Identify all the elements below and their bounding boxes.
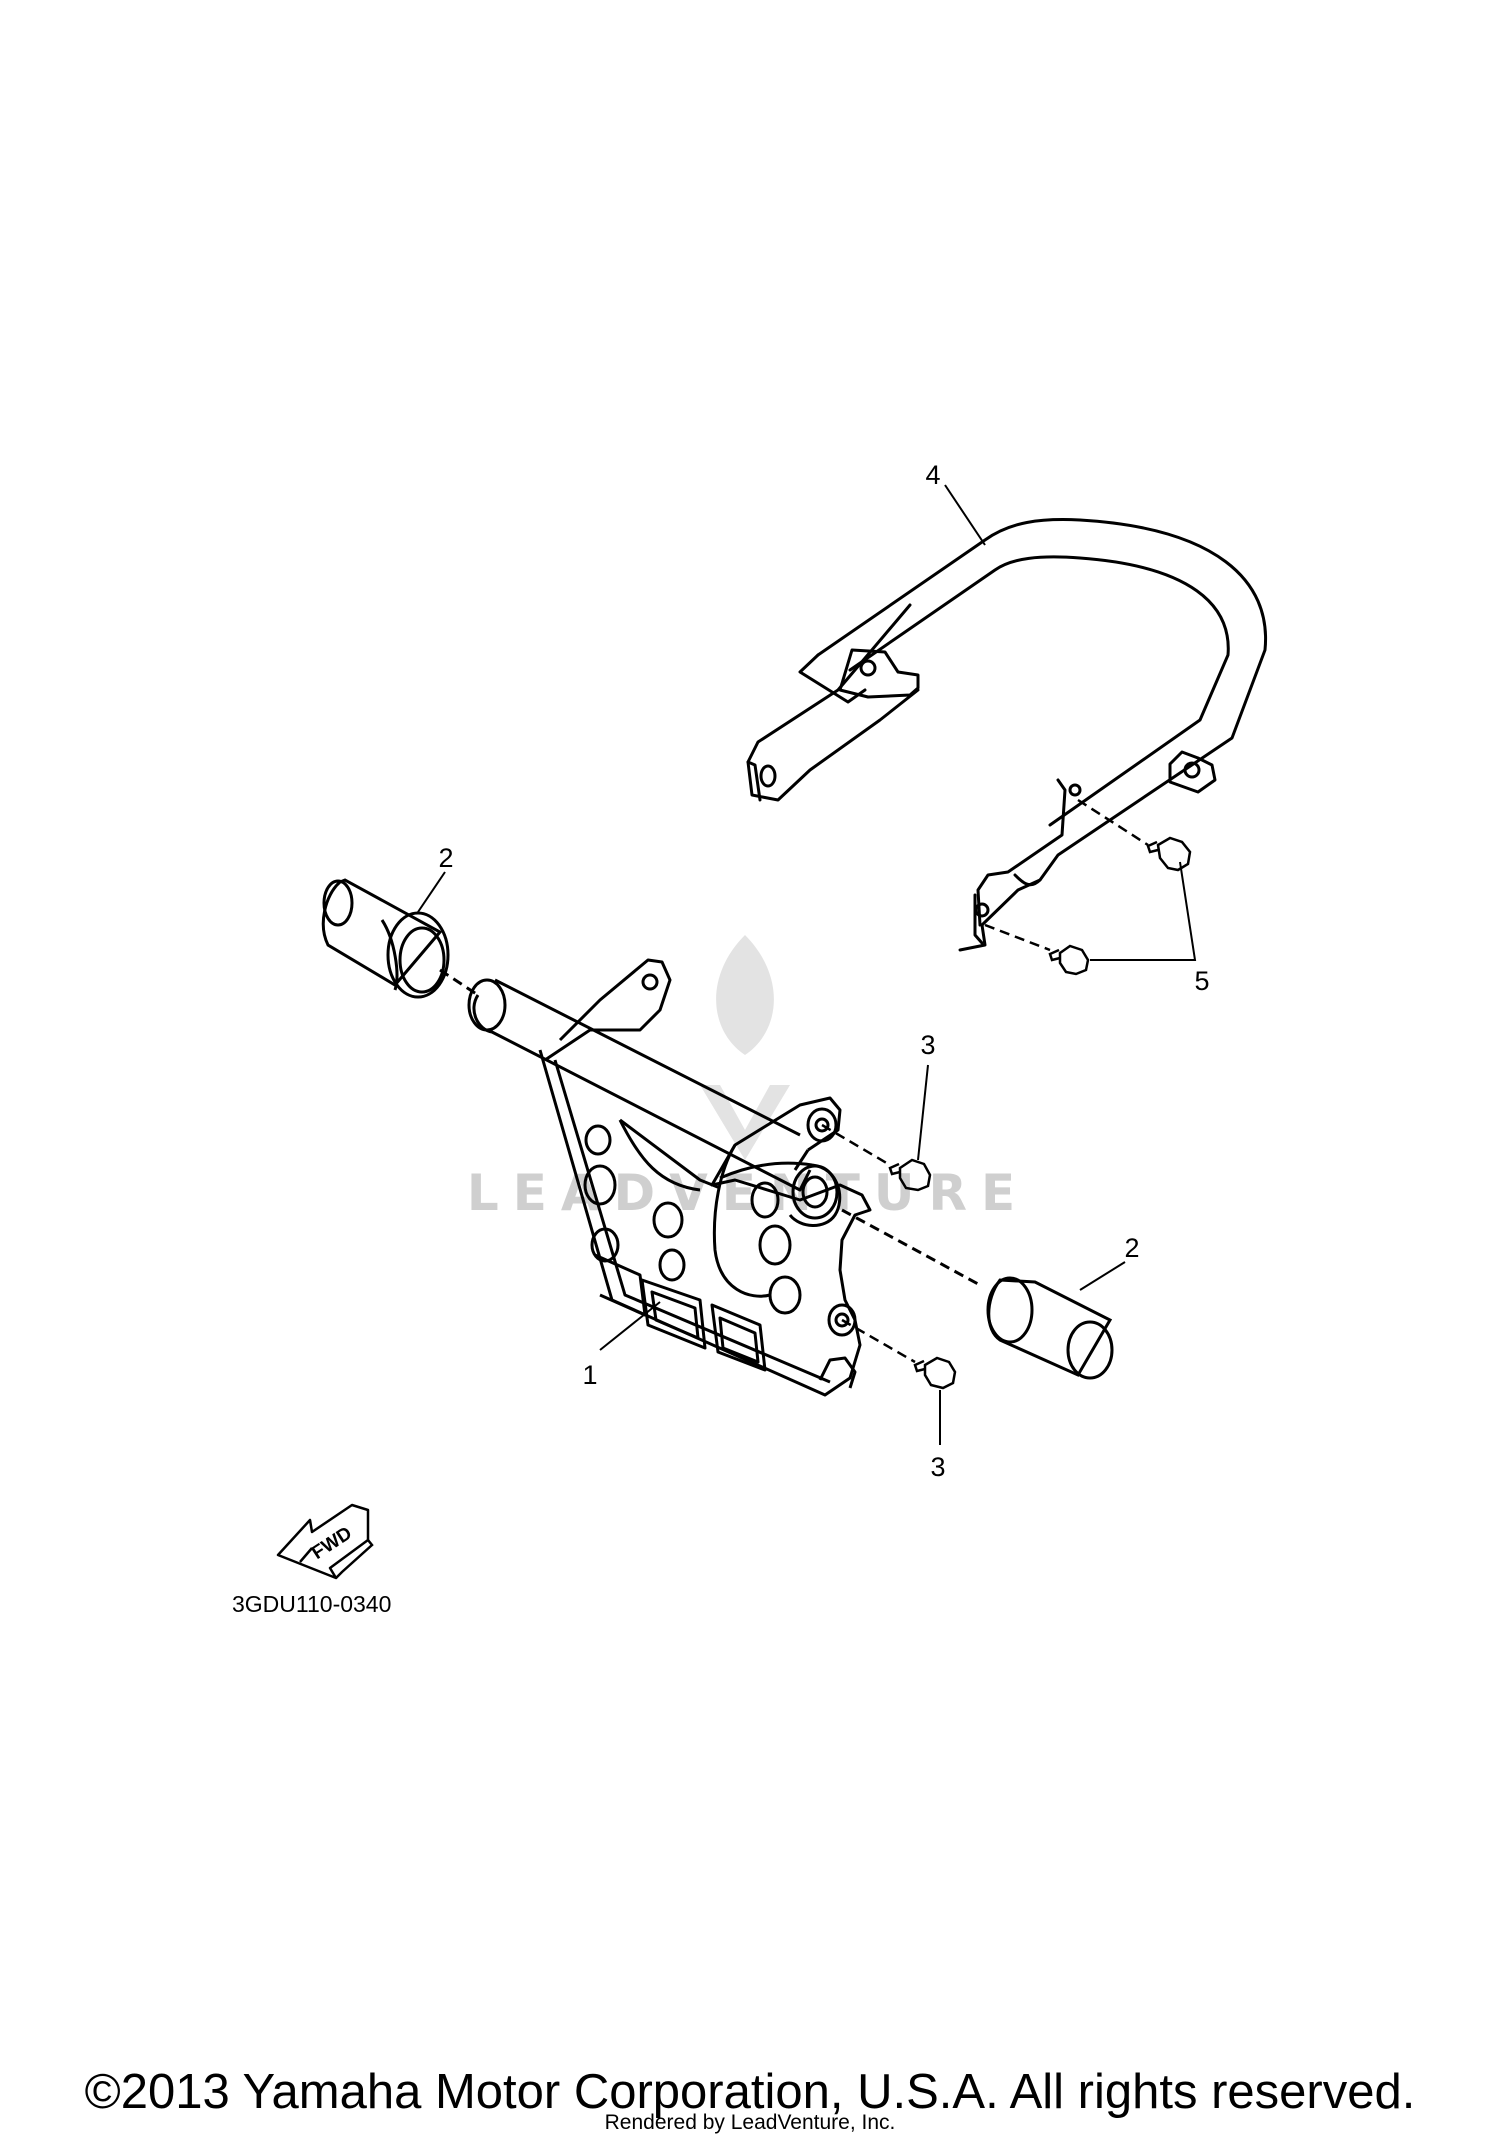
watermark-v-icon: [700, 1085, 790, 1160]
callouts: 4 2 2 3 3 1 5: [438, 460, 1209, 1482]
part-2-end-cap-right: [841, 1208, 1114, 1380]
callout-2-right: 2: [1124, 1233, 1139, 1263]
part-4-grab-bar: [746, 518, 1268, 952]
leader-1: [599, 1301, 661, 1351]
callout-3-top: 3: [920, 1030, 935, 1060]
bolt-lower: [984, 923, 1090, 976]
copyright-notice: ©2013 Yamaha Motor Corporation, U.S.A. A…: [84, 2065, 1416, 2119]
leader-2-right: [1079, 1261, 1126, 1291]
bolt-3-lower: [841, 1318, 957, 1390]
fwd-arrow-icon: FWD: [276, 1503, 374, 1580]
diagram-code: 3GDU110-0340: [232, 1591, 391, 1617]
leader-lines: [417, 484, 1197, 1445]
leader-3-top: [917, 1064, 929, 1161]
bolt-upper: [1077, 798, 1192, 872]
callout-5: 5: [1194, 966, 1209, 996]
callout-4: 4: [925, 460, 940, 490]
leader-4: [944, 484, 986, 546]
part-3-bolts: [821, 1123, 957, 1390]
leader-2-left: [417, 871, 446, 913]
callout-1: 1: [582, 1360, 597, 1390]
rendered-by-credit: Rendered by LeadVenture, Inc.: [604, 2111, 896, 2134]
part-2-end-cap-left: [321, 878, 479, 999]
part-1-bracket: [467, 958, 872, 1397]
part-5-bolts: [984, 798, 1192, 976]
leadventure-watermark: LEADVENTURE: [467, 935, 1029, 1222]
bolt-3-upper: [821, 1123, 932, 1192]
callout-2-left: 2: [438, 843, 453, 873]
watermark-text: LEADVENTURE: [467, 1164, 1029, 1222]
leader-5: [1090, 861, 1197, 961]
watermark-flame-icon: [716, 935, 774, 1055]
callout-3-bottom: 3: [930, 1452, 945, 1482]
